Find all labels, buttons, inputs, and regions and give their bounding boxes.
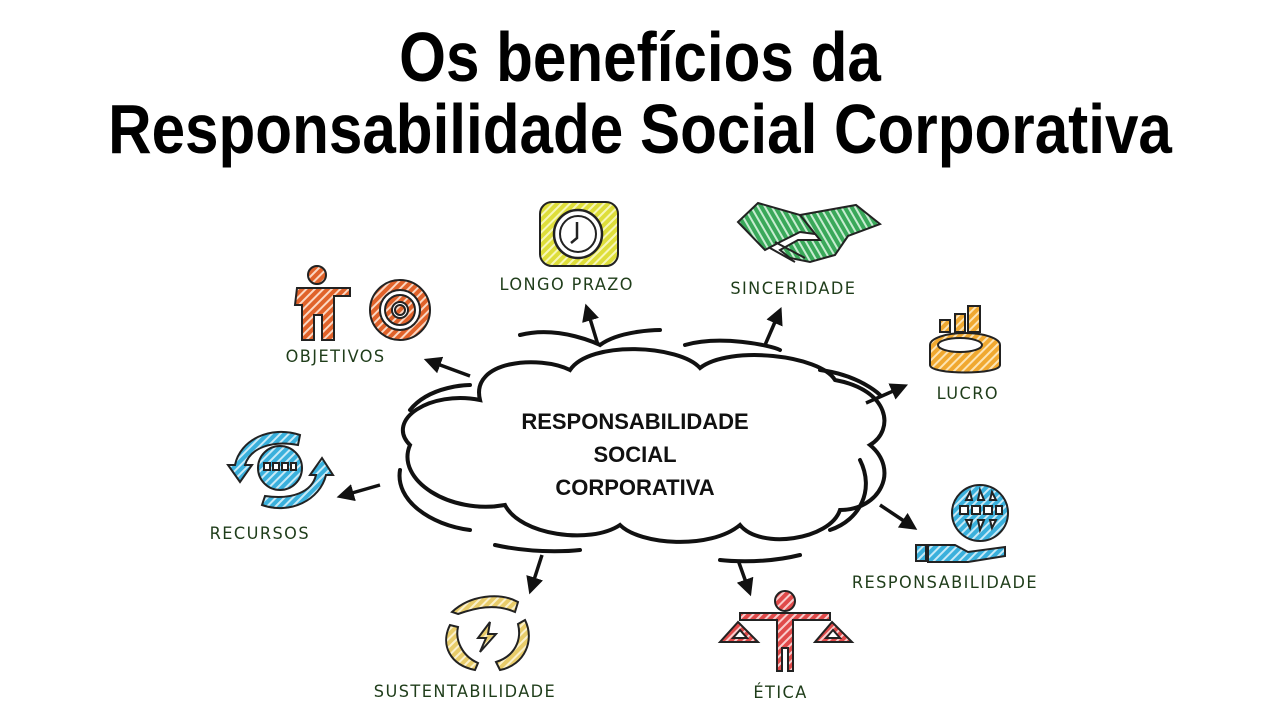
central-topic-line2: SOCIAL [593,442,677,467]
node-label-objetivos: OBJETIVOS [285,347,386,367]
recycle-leaves-icon [445,595,530,672]
page-title-line1: Os benefícios da [399,18,881,96]
page-title-line2: Responsabilidade Social Corporativa [108,90,1172,168]
person-target-icon [293,265,431,341]
central-topic-line1: RESPONSABILIDADE [521,409,749,434]
node-label-sustentabilidade: SUSTENTABILIDADE [373,682,557,702]
central-topic-line3: CORPORATIVA [555,475,715,500]
node-label-lucro: LUCRO [936,384,999,404]
pie-chart-icon [929,305,1001,374]
handshake-icon [736,201,883,264]
central-cloud [397,328,887,564]
node-label-etica: ÉTICA [753,683,808,703]
node-label-responsabilidade: RESPONSABILIDADE [851,573,1038,593]
node-label-longo-prazo: LONGO PRAZO [499,275,634,295]
connector-arrows [336,303,918,597]
clock-icon [539,201,619,267]
globe-cycle-icon [226,430,335,510]
scales-person-icon [717,590,855,672]
central-topic: RESPONSABILIDADE SOCIAL CORPORATIVA [470,405,800,504]
globe-hand-icon [915,484,1009,563]
node-label-sinceridade: SINCERIDADE [730,279,857,299]
node-label-recursos: RECURSOS [209,524,311,544]
